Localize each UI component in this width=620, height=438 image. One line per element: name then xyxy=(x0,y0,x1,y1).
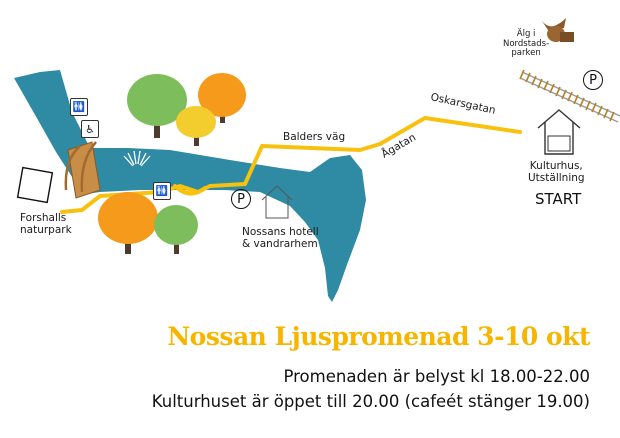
start-label: START xyxy=(535,190,582,208)
hotel-label: Nossans hotell & vandrarhem xyxy=(242,226,319,250)
trees-bottom xyxy=(98,192,198,254)
park-square-icon xyxy=(16,166,54,204)
kulturhus-label: Kulturhus, Utställning xyxy=(528,160,585,184)
info-kulturhus-hours: Kulturhuset är öppet till 20.00 (cafeét … xyxy=(151,392,590,411)
river xyxy=(14,70,366,302)
accessible-icon: ♿ xyxy=(81,120,99,138)
bridge-icon xyxy=(64,141,101,199)
trees-top xyxy=(127,73,246,146)
moose-label: Älg i Nordstads- parken xyxy=(503,29,550,58)
moose-icon xyxy=(540,18,574,42)
parking-icon-kulturhus: P xyxy=(583,70,603,90)
walking-path xyxy=(60,116,522,214)
hotel-house-icon xyxy=(261,185,293,219)
toilet-icon-top: 🚻 xyxy=(70,98,88,116)
info-hours: Promenaden är belyst kl 18.00-22.00 xyxy=(283,367,590,386)
event-title: Nossan Ljuspromenad 3-10 okt xyxy=(167,322,590,351)
fountain-icon xyxy=(123,150,151,167)
toilet-icon-bottom: 🚻 xyxy=(153,182,171,200)
parking-icon-hotel: P xyxy=(231,189,251,209)
railway xyxy=(519,69,620,123)
kulturhus-house-icon xyxy=(537,109,581,155)
street-balders-vag: Balders väg xyxy=(283,131,346,143)
forshalls-label: Forshalls naturpark xyxy=(20,212,72,236)
